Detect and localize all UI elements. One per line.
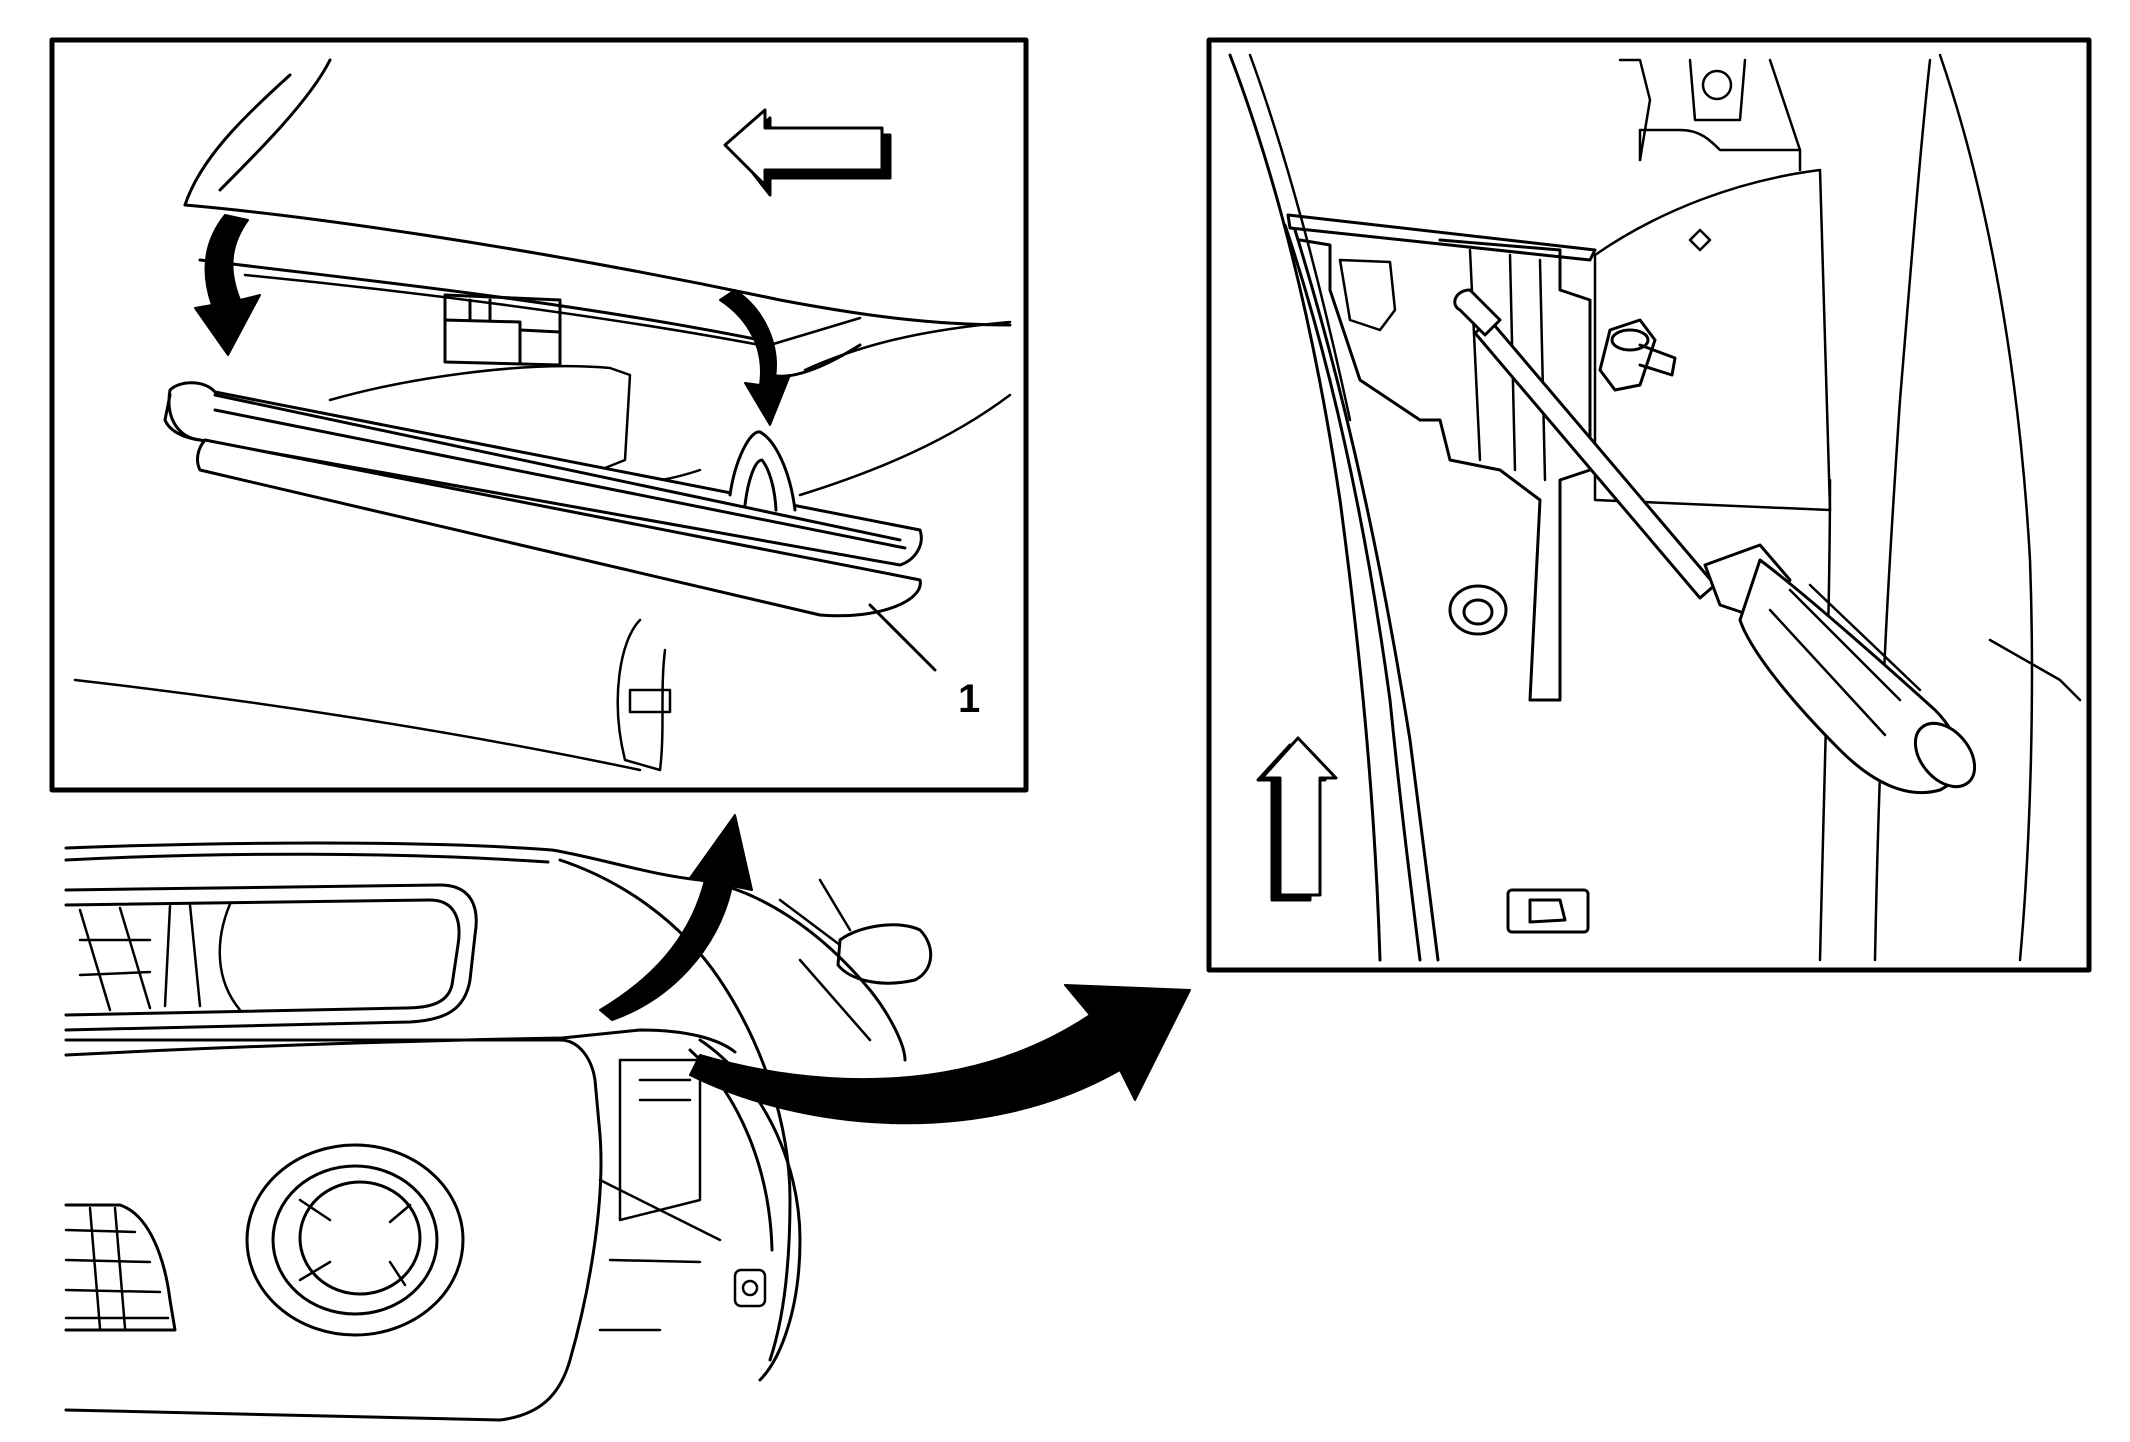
- curved-arrow-down-icon: [719, 289, 791, 426]
- side-marker-lamp: [163, 381, 923, 618]
- callout-leader-1: [868, 603, 937, 672]
- inset-left-panel: 1: [49, 37, 1029, 793]
- bumper-top-edge: [64, 852, 550, 864]
- fascia-top: [183, 58, 332, 207]
- curved-arrow-up-icon: [599, 814, 753, 1021]
- flow-arrow-right-icon: [689, 984, 1191, 1125]
- curved-arrow-down-icon: [194, 214, 261, 356]
- bolt: [1598, 318, 1677, 392]
- side-mirror: [836, 923, 933, 985]
- upper-grille-opening: [64, 883, 478, 1032]
- nut-clip: [1506, 888, 1590, 934]
- screwdriver-icon: [1453, 288, 1977, 795]
- screwdriver-handle: [1738, 558, 1962, 795]
- fender-edge-inner: [1283, 223, 1422, 962]
- fascia-bracket: [1418, 238, 1592, 702]
- fender-edge: [558, 858, 792, 1362]
- lower-grille: [64, 1203, 177, 1332]
- inset-right-panel: [1206, 37, 2092, 973]
- fog-lamp: [245, 1143, 465, 1337]
- callout-label-1: 1: [958, 677, 980, 721]
- direction-arrow-up-icon: [1256, 736, 1338, 902]
- direction-arrow-left-icon: [723, 108, 892, 197]
- retaining-clip: [728, 430, 797, 512]
- bumper-outline: [64, 841, 907, 1422]
- fender-curve-outer: [1228, 53, 1382, 962]
- upper-grille-slats: [78, 902, 242, 1012]
- bumper-lower-line: [64, 1028, 737, 1057]
- fascia-body: [183, 203, 1012, 378]
- lower-grille-slats: [64, 1206, 170, 1330]
- push-pin-fastener: [1448, 584, 1508, 636]
- upper-grille-inner: [64, 898, 461, 1017]
- bumper-overview: [64, 814, 1191, 1422]
